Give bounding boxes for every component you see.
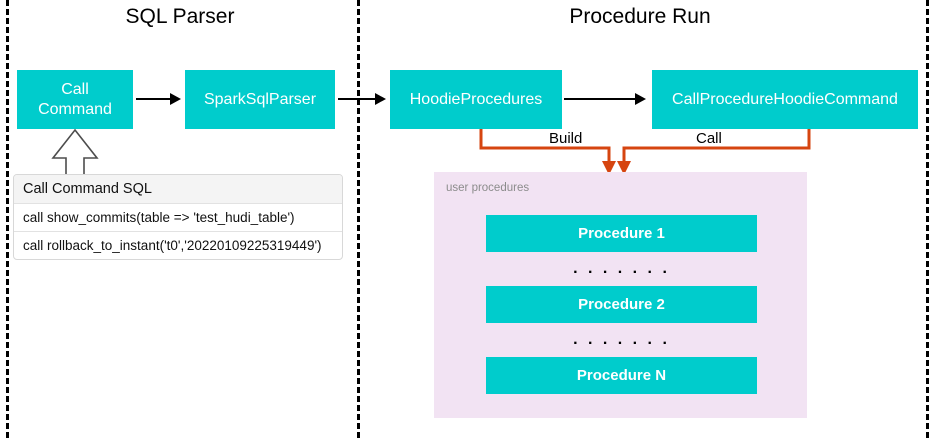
node-call-procedure-hoodie-command[interactable]: CallProcedureHoodieCommand (652, 70, 918, 129)
node-spark-sql-parser[interactable]: SparkSqlParser (185, 70, 335, 129)
user-procedures-label: user procedures (446, 182, 530, 194)
node-call-command-line1: Call (61, 80, 89, 98)
connector-call-arrowhead (617, 161, 631, 175)
section-title-procedure-run: Procedure Run (569, 5, 711, 28)
section-divider-right (926, 0, 929, 438)
arrow-call-command-to-parser-line (136, 98, 172, 100)
arrow-hoodie-to-command-line (564, 98, 636, 100)
ellipsis-2: . . . . . . . (573, 331, 670, 348)
connector-call-path (622, 129, 811, 163)
connector-label-call: Call (696, 130, 722, 147)
arrow-call-command-to-parser-head (170, 93, 181, 105)
block-arrow-up-icon (51, 128, 99, 176)
node-hoodie-procedures[interactable]: HoodieProcedures (390, 70, 562, 129)
node-call-command-line2: Command (38, 100, 112, 118)
node-procedure-n[interactable]: Procedure N (486, 357, 757, 394)
connector-label-build: Build (549, 130, 583, 147)
section-divider-middle (357, 0, 360, 438)
sql-table-row[interactable]: call show_commits(table => 'test_hudi_ta… (14, 204, 342, 232)
sql-table-header: Call Command SQL (14, 175, 342, 204)
node-procedure-2[interactable]: Procedure 2 (486, 286, 757, 323)
node-procedure-1[interactable]: Procedure 1 (486, 215, 757, 252)
connector-build-arrowhead (602, 161, 616, 175)
arrow-parser-to-hoodie-head (375, 93, 386, 105)
arrow-parser-to-hoodie-line (338, 98, 377, 100)
connector-build-path (479, 129, 611, 163)
node-call-command[interactable]: Call Command (17, 70, 133, 129)
connector-build-call-svg (479, 129, 811, 175)
section-divider-left (6, 0, 9, 438)
sql-table: Call Command SQL call show_commits(table… (13, 174, 343, 260)
sql-table-row[interactable]: call rollback_to_instant('t0','202201092… (23, 238, 322, 253)
ellipsis-1: . . . . . . . (573, 260, 670, 277)
section-title-sql-parser: SQL Parser (125, 5, 235, 28)
arrow-hoodie-to-command-head (635, 93, 646, 105)
